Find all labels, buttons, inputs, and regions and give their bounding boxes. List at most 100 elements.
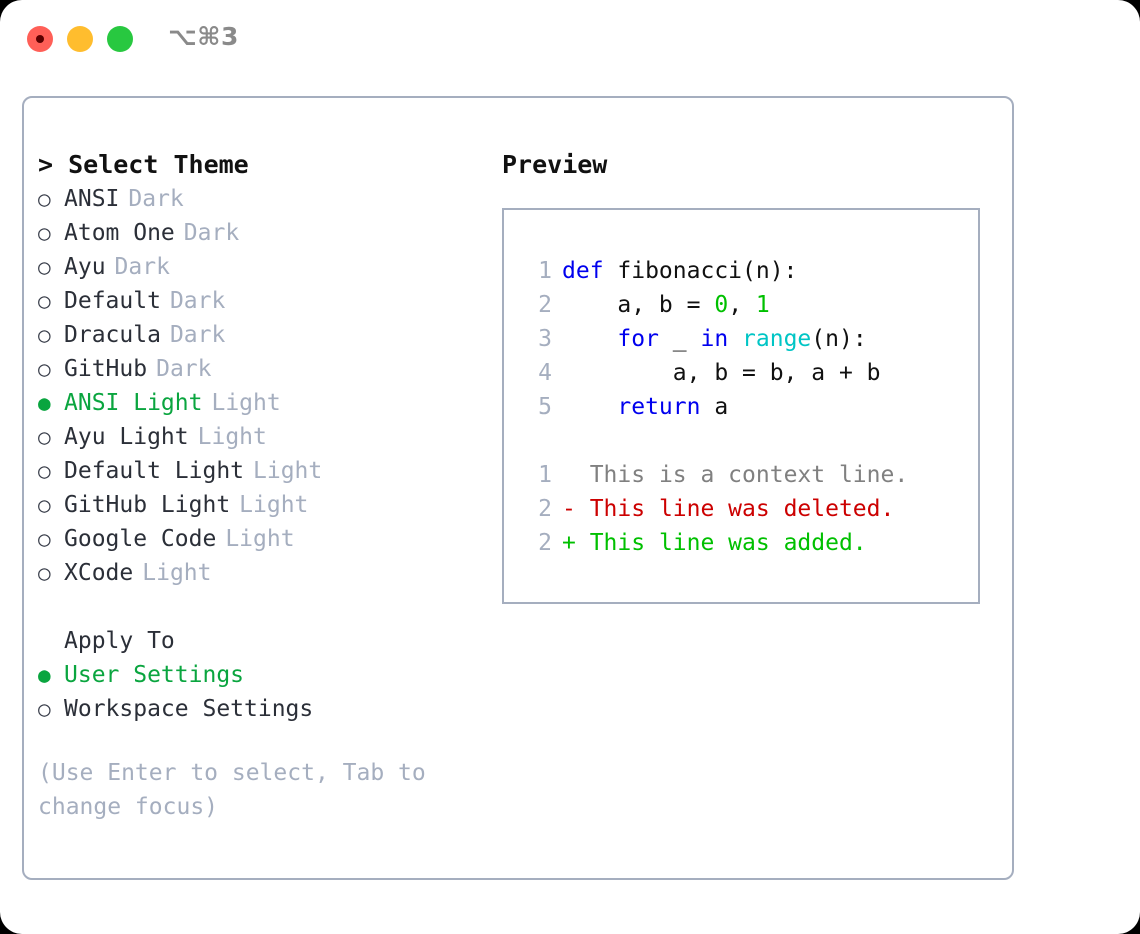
code-line: 5 return a xyxy=(522,390,978,424)
theme-variant: Dark xyxy=(183,220,240,246)
theme-variant: Dark xyxy=(128,186,184,212)
radio-unselected-icon[interactable]: ○ xyxy=(38,289,51,313)
code-token: , xyxy=(728,292,756,318)
diff-line-deleted: 2 - This line was deleted. xyxy=(522,492,978,526)
diff-line-context: 1 This is a context line. xyxy=(522,458,978,492)
theme-list: ○ ANSI Dark ○ Atom One Dark ○ Ayu Dark xyxy=(38,182,498,590)
line-number: 4 xyxy=(538,360,552,386)
apply-to-option-workspace-settings[interactable]: ○ Workspace Settings xyxy=(38,692,498,726)
preview-box: 1 def fibonacci(n): 2 a, b = 0, 1 3 for … xyxy=(502,208,980,604)
spacer xyxy=(522,424,978,458)
line-number: 3 xyxy=(538,326,552,352)
diff-text: This is a context line. xyxy=(589,462,909,488)
traffic-lights xyxy=(27,26,133,52)
title-bar: ⌥⌘3 xyxy=(0,0,1140,78)
theme-name: GitHub Light xyxy=(64,492,231,518)
code-token: a, b = b, a + b xyxy=(672,360,881,386)
preview-column: Preview 1 def fibonacci(n): 2 a, b = 0, … xyxy=(502,148,1002,604)
line-number: 2 xyxy=(538,292,552,318)
diff-block: 1 This is a context line. 2 - This line … xyxy=(522,458,978,560)
theme-name: ANSI xyxy=(64,186,120,212)
radio-selected-icon[interactable]: ● xyxy=(38,663,51,687)
line-number: 1 xyxy=(538,258,552,284)
main-panel: > Select Theme ○ ANSI Dark ○ Atom One Da… xyxy=(22,96,1014,880)
radio-unselected-icon[interactable]: ○ xyxy=(38,425,51,449)
theme-variant: Light xyxy=(142,560,212,586)
radio-unselected-icon[interactable]: ○ xyxy=(38,357,51,381)
theme-name: Ayu xyxy=(64,254,106,280)
theme-variant: Dark xyxy=(169,288,226,314)
preview-heading: Preview xyxy=(502,150,608,179)
theme-list-item[interactable]: ○ XCode Light xyxy=(38,556,498,590)
theme-list-item[interactable]: ○ Default Light Light xyxy=(38,454,498,488)
theme-variant: Dark xyxy=(169,322,226,348)
theme-selector-column: > Select Theme ○ ANSI Dark ○ Atom One Da… xyxy=(38,148,498,824)
diff-marker: - xyxy=(562,496,590,522)
theme-list-item[interactable]: ○ ANSI Dark xyxy=(38,182,498,216)
line-number: 1 xyxy=(538,462,552,488)
radio-unselected-icon[interactable]: ○ xyxy=(38,187,51,211)
code-indent xyxy=(562,360,673,386)
theme-variant: Light xyxy=(253,458,323,484)
theme-list-item[interactable]: ○ GitHub Dark xyxy=(38,352,498,386)
theme-variant: Light xyxy=(197,424,267,450)
theme-name: Default Light xyxy=(64,458,245,484)
diff-line-added: 2 + This line was added. xyxy=(522,526,978,560)
radio-unselected-icon[interactable]: ○ xyxy=(38,459,51,483)
theme-variant: Light xyxy=(211,390,281,416)
code-line: 1 def fibonacci(n): xyxy=(522,254,978,288)
radio-unselected-icon[interactable]: ○ xyxy=(38,697,51,721)
maximize-button[interactable] xyxy=(107,26,133,52)
theme-name: GitHub xyxy=(64,356,148,382)
close-button[interactable] xyxy=(27,26,53,52)
code-token: range xyxy=(742,326,812,352)
theme-name: ANSI Light xyxy=(64,390,203,416)
code-token: fibonacci(n): xyxy=(603,258,798,284)
theme-variant: Light xyxy=(239,492,309,518)
radio-unselected-icon[interactable]: ○ xyxy=(38,493,51,517)
theme-name: Google Code xyxy=(64,526,217,552)
theme-variant: Dark xyxy=(114,254,170,280)
line-number: 2 xyxy=(538,530,552,556)
theme-list-item[interactable]: ○ Ayu Dark xyxy=(38,250,498,284)
theme-name: Ayu Light xyxy=(64,424,189,450)
apply-to-label: User Settings xyxy=(64,662,245,688)
keyboard-hint-text: (Use Enter to select, Tab to change focu… xyxy=(38,760,440,820)
code-token: a, b = xyxy=(617,292,715,318)
code-token: def xyxy=(562,258,604,284)
spacer xyxy=(38,590,498,624)
line-number: 2 xyxy=(538,496,552,522)
theme-list-item[interactable]: ○ Dracula Dark xyxy=(38,318,498,352)
theme-name: Dracula xyxy=(64,322,161,348)
theme-list-item[interactable]: ○ Google Code Light xyxy=(38,522,498,556)
code-block: 1 def fibonacci(n): 2 a, b = 0, 1 3 for … xyxy=(522,254,978,424)
code-token: a xyxy=(700,394,729,420)
code-line: 2 a, b = 0, 1 xyxy=(522,288,978,322)
diff-marker: + xyxy=(562,530,590,556)
apply-to-option-user-settings[interactable]: ● User Settings xyxy=(38,658,498,692)
theme-list-item-selected[interactable]: ● ANSI Light Light xyxy=(38,386,498,420)
minimize-button[interactable] xyxy=(67,26,93,52)
theme-list-item[interactable]: ○ Atom One Dark xyxy=(38,216,498,250)
code-token: for xyxy=(617,326,659,352)
code-indent xyxy=(562,292,617,318)
code-indent xyxy=(562,394,617,420)
diff-marker xyxy=(562,462,590,488)
code-indent xyxy=(562,326,617,352)
radio-unselected-icon[interactable]: ○ xyxy=(38,527,51,551)
code-token: 0 xyxy=(714,292,729,318)
code-token: (n): xyxy=(811,326,867,352)
code-token: return xyxy=(617,394,701,420)
theme-list-item[interactable]: ○ Ayu Light Light xyxy=(38,420,498,454)
radio-unselected-icon[interactable]: ○ xyxy=(38,255,51,279)
radio-unselected-icon[interactable]: ○ xyxy=(38,561,51,585)
radio-unselected-icon[interactable]: ○ xyxy=(38,323,51,347)
code-token: _ xyxy=(658,326,701,352)
theme-list-item[interactable]: ○ Default Dark xyxy=(38,284,498,318)
radio-unselected-icon[interactable]: ○ xyxy=(38,221,51,245)
theme-name: XCode xyxy=(64,560,134,586)
theme-list-item[interactable]: ○ GitHub Light Light xyxy=(38,488,498,522)
apply-to-label: Workspace Settings xyxy=(64,696,314,722)
radio-selected-icon[interactable]: ● xyxy=(38,391,51,415)
